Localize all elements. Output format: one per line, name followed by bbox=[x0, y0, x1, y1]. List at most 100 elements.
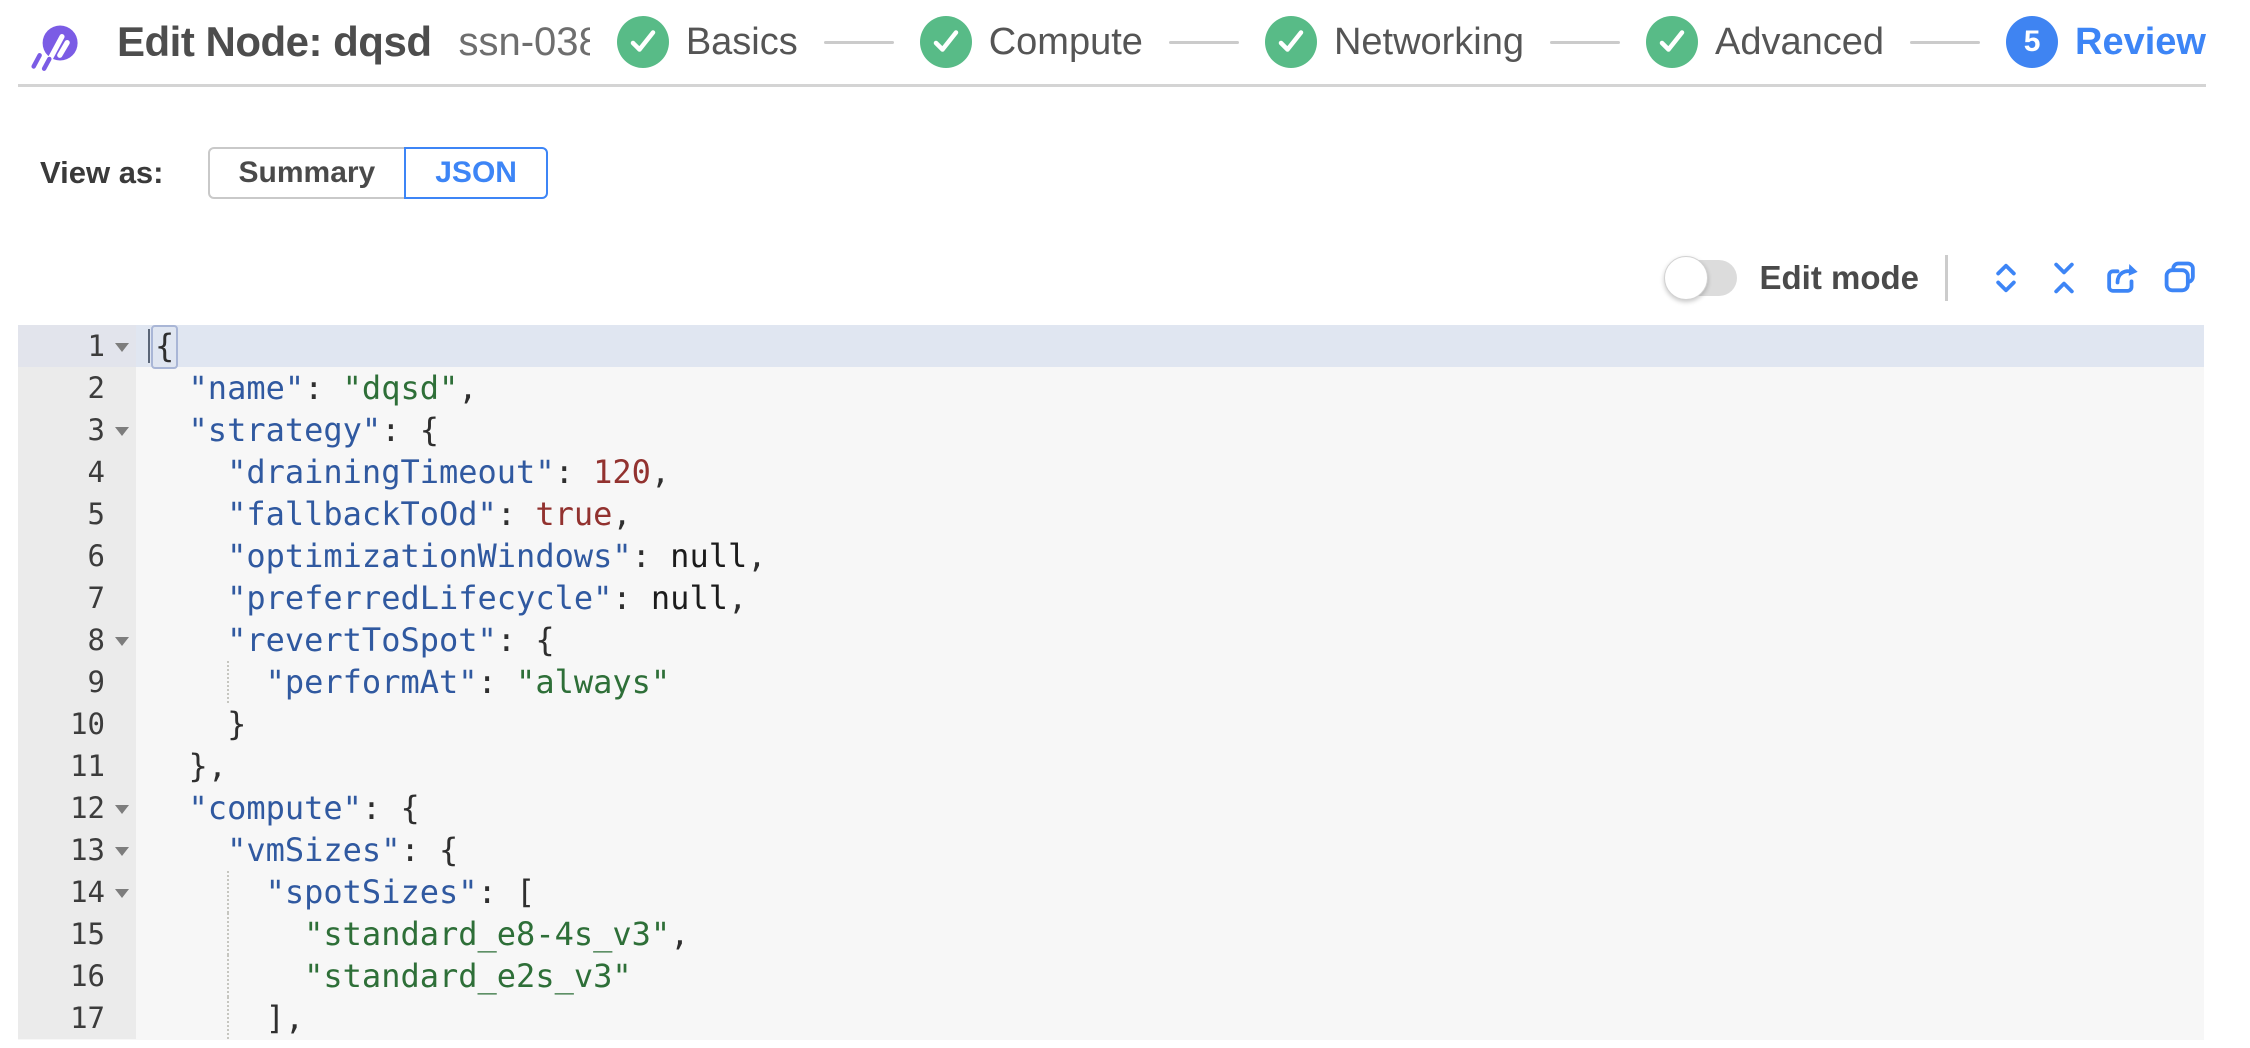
line-number: 10 bbox=[18, 703, 136, 745]
code-token: "optimizationWindows" bbox=[227, 537, 632, 575]
line-number: 13 bbox=[18, 829, 136, 871]
code-line[interactable]: "revertToSpot": { bbox=[136, 619, 2204, 661]
code-line[interactable]: "spotSizes": [ bbox=[136, 871, 2204, 913]
step-connector bbox=[1910, 40, 1981, 44]
collapse-all-button[interactable] bbox=[2042, 256, 2086, 300]
code-token: "always" bbox=[516, 663, 671, 701]
code-line[interactable]: "strategy": { bbox=[136, 409, 2204, 451]
step-basics[interactable]: Basics bbox=[616, 16, 798, 68]
step-networking[interactable]: Networking bbox=[1264, 16, 1525, 68]
step-number-badge: 5 bbox=[2006, 16, 2059, 68]
line-number: 1 bbox=[18, 325, 136, 367]
code-token bbox=[150, 621, 227, 659]
code-token: true bbox=[535, 495, 613, 533]
code-token: : bbox=[304, 369, 343, 407]
step-label: Advanced bbox=[1715, 20, 1885, 63]
code-token: : { bbox=[400, 831, 459, 869]
code-line[interactable]: "optimizationWindows": null, bbox=[136, 535, 2204, 577]
copy-icon bbox=[2164, 261, 2195, 293]
view-as-label: View as: bbox=[40, 155, 164, 190]
line-number: 12 bbox=[18, 787, 136, 829]
view-as-row: View as: Summary JSON bbox=[40, 147, 2250, 199]
fold-toggle-icon[interactable] bbox=[115, 637, 129, 646]
code-row-6: 6 "optimizationWindows": null, bbox=[18, 535, 2204, 577]
line-number: 15 bbox=[18, 913, 136, 955]
code-token bbox=[150, 663, 266, 701]
json-editor[interactable]: 1{2 "name": "dqsd",3 "strategy": {4 "dra… bbox=[18, 325, 2204, 1040]
fold-toggle-icon[interactable] bbox=[115, 847, 129, 856]
editor-toolbar: Edit mode bbox=[0, 255, 2250, 301]
code-line[interactable]: }, bbox=[136, 745, 2204, 787]
expand-all-button[interactable] bbox=[1984, 256, 2028, 300]
line-number: 4 bbox=[18, 451, 136, 493]
code-token: , bbox=[650, 453, 671, 491]
spot-logo-icon bbox=[31, 25, 78, 71]
code-line[interactable]: "performAt": "always" bbox=[136, 661, 2204, 703]
code-line[interactable]: "name": "dqsd", bbox=[136, 367, 2204, 409]
view-as-summary-button[interactable]: Summary bbox=[207, 147, 407, 199]
step-advanced[interactable]: Advanced bbox=[1646, 16, 1884, 68]
code-line[interactable]: "preferredLifecycle": null, bbox=[136, 577, 2204, 619]
code-token: "strategy" bbox=[188, 411, 382, 449]
indent-guide bbox=[227, 955, 230, 997]
code-token: : bbox=[612, 579, 651, 617]
fold-toggle-icon[interactable] bbox=[115, 343, 129, 352]
code-line[interactable]: "compute": { bbox=[136, 787, 2204, 829]
step-label: Basics bbox=[685, 20, 798, 63]
code-token bbox=[150, 831, 227, 869]
view-as-toggle-group: Summary JSON bbox=[207, 147, 548, 199]
code-token: , bbox=[727, 579, 748, 617]
code-line[interactable]: ], bbox=[136, 997, 2204, 1039]
code-line[interactable]: "vmSizes": { bbox=[136, 829, 2204, 871]
step-compute[interactable]: Compute bbox=[919, 16, 1143, 68]
code-token: "revertToSpot" bbox=[227, 621, 497, 659]
code-row-4: 4 "drainingTimeout": 120, bbox=[18, 451, 2204, 493]
edit-mode-toggle[interactable] bbox=[1664, 256, 1738, 300]
toggle-knob[interactable] bbox=[1664, 256, 1709, 300]
line-number: 16 bbox=[18, 955, 136, 997]
code-row-10: 10 } bbox=[18, 703, 2204, 745]
fold-icon bbox=[2054, 262, 2074, 294]
code-token: "standard_e8-4s_v3" bbox=[304, 915, 671, 953]
code-token bbox=[150, 369, 189, 407]
step-connector bbox=[1168, 40, 1239, 44]
line-number: 5 bbox=[18, 493, 136, 535]
code-row-17: 17 ], bbox=[18, 997, 2204, 1039]
copy-button[interactable] bbox=[2158, 256, 2202, 300]
code-token: }, bbox=[150, 747, 228, 785]
code-row-12: 12 "compute": { bbox=[18, 787, 2204, 829]
code-token: : bbox=[477, 663, 517, 701]
check-icon bbox=[919, 16, 972, 68]
code-line[interactable]: "standard_e2s_v3" bbox=[136, 955, 2204, 997]
fold-toggle-icon[interactable] bbox=[115, 427, 129, 436]
code-token: : { bbox=[361, 789, 420, 827]
code-token: "name" bbox=[188, 369, 305, 407]
view-as-json-button[interactable]: JSON bbox=[404, 147, 548, 199]
code-token: "vmSizes" bbox=[227, 831, 401, 869]
code-line[interactable]: "drainingTimeout": 120, bbox=[136, 451, 2204, 493]
line-number: 3 bbox=[18, 409, 136, 451]
code-token: : { bbox=[381, 411, 439, 449]
code-line[interactable]: { bbox=[136, 325, 2204, 369]
fold-toggle-icon[interactable] bbox=[115, 805, 129, 814]
fold-toggle-icon[interactable] bbox=[115, 889, 129, 898]
code-token: "dqsd" bbox=[342, 369, 459, 407]
code-line[interactable]: } bbox=[136, 703, 2204, 745]
step-label: Networking bbox=[1333, 20, 1525, 63]
code-line[interactable]: "fallbackToOd": true, bbox=[136, 493, 2204, 535]
check-icon bbox=[1264, 16, 1317, 68]
unfold-icon bbox=[1996, 263, 2016, 293]
indent-guide bbox=[227, 997, 230, 1039]
toolbar-divider bbox=[1945, 255, 1948, 301]
line-number: 9 bbox=[18, 661, 136, 703]
export-icon bbox=[2107, 264, 2138, 293]
code-row-7: 7 "preferredLifecycle": null, bbox=[18, 577, 2204, 619]
export-button[interactable] bbox=[2100, 256, 2144, 300]
page-title: Edit Node: dqsd bbox=[117, 18, 432, 65]
code-line[interactable]: "standard_e8-4s_v3", bbox=[136, 913, 2204, 955]
check-icon bbox=[616, 16, 669, 68]
step-connector bbox=[823, 40, 894, 44]
code-token: { bbox=[151, 325, 179, 369]
code-token: null bbox=[670, 537, 748, 575]
